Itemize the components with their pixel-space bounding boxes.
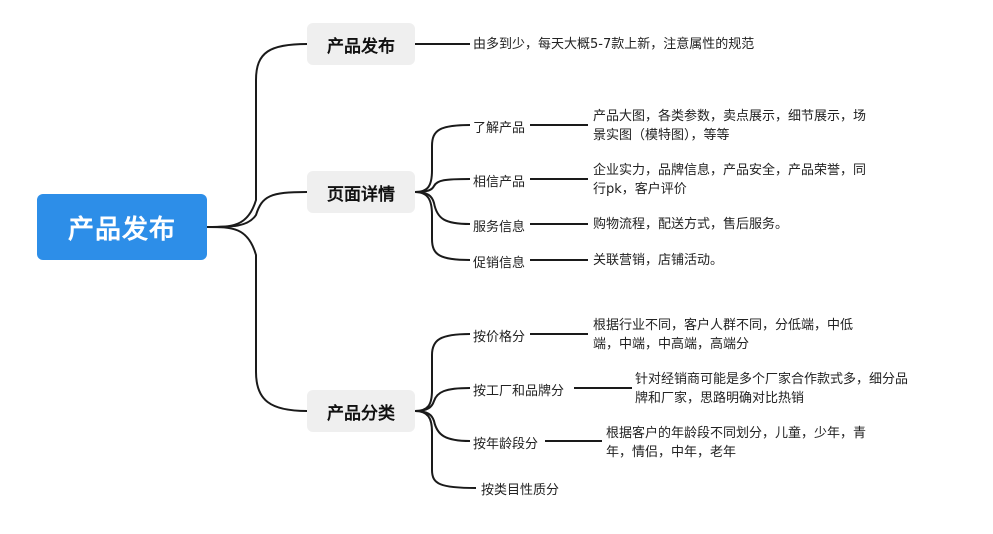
branch-node-product-release[interactable]: 产品发布 xyxy=(307,23,415,65)
root-node[interactable]: 产品发布 xyxy=(37,194,207,260)
sub-node-promotion-info[interactable]: 促销信息 xyxy=(473,256,526,271)
connector-b3-1 xyxy=(414,333,471,412)
connector-b2-2 xyxy=(414,178,471,193)
connector-b2-4 xyxy=(414,191,471,261)
sub-node-by-factory-brand[interactable]: 按工厂和品牌分 xyxy=(473,384,565,399)
sub-node-by-age[interactable]: 按年龄段分 xyxy=(473,437,539,452)
leaf-by-price: 根据行业不同，客户人群不同，分低端，中低 端，中端，中高端，高端分 xyxy=(593,318,854,352)
connector-b3-3 xyxy=(414,410,471,442)
connector-b3-2 xyxy=(414,387,471,412)
branch-node-product-category[interactable]: 产品分类 xyxy=(307,390,415,432)
connector-b3-4 xyxy=(414,410,477,489)
leaf-by-age: 根据客户的年龄段不同划分，儿童，少年，青 年，情侣，中年，老年 xyxy=(606,426,867,460)
sub-node-by-price[interactable]: 按价格分 xyxy=(473,330,526,345)
connector-b2-1 xyxy=(414,124,471,193)
leaf-release-note: 由多到少，每天大概5-7款上新，注意属性的规范 xyxy=(473,37,755,52)
leaf-service-info: 购物流程，配送方式，售后服务。 xyxy=(593,217,789,232)
sub-node-understand-product[interactable]: 了解产品 xyxy=(473,121,526,136)
connector-b2-3 xyxy=(414,191,471,225)
leaf-understand-product: 产品大图，各类参数，卖点展示，细节展示，场 景实图（模特图），等等 xyxy=(593,109,867,143)
sub-node-by-category-nature[interactable]: 按类目性质分 xyxy=(481,483,560,498)
connector-root-branch-2 xyxy=(206,191,308,228)
sub-node-trust-product[interactable]: 相信产品 xyxy=(473,175,526,190)
leaf-by-factory-brand: 针对经销商可能是多个厂家合作款式多，细分品 牌和厂家，思路明确对比热销 xyxy=(635,372,909,406)
connector-root-branch-1 xyxy=(206,43,308,228)
connector-root-branch-3 xyxy=(206,226,308,412)
sub-node-service-info[interactable]: 服务信息 xyxy=(473,220,526,235)
leaf-promotion-info: 关联营销，店铺活动。 xyxy=(593,253,724,268)
branch-node-page-details[interactable]: 页面详情 xyxy=(307,171,415,213)
leaf-trust-product: 企业实力，品牌信息，产品安全，产品荣誉，同 行pk，客户评价 xyxy=(593,163,867,197)
